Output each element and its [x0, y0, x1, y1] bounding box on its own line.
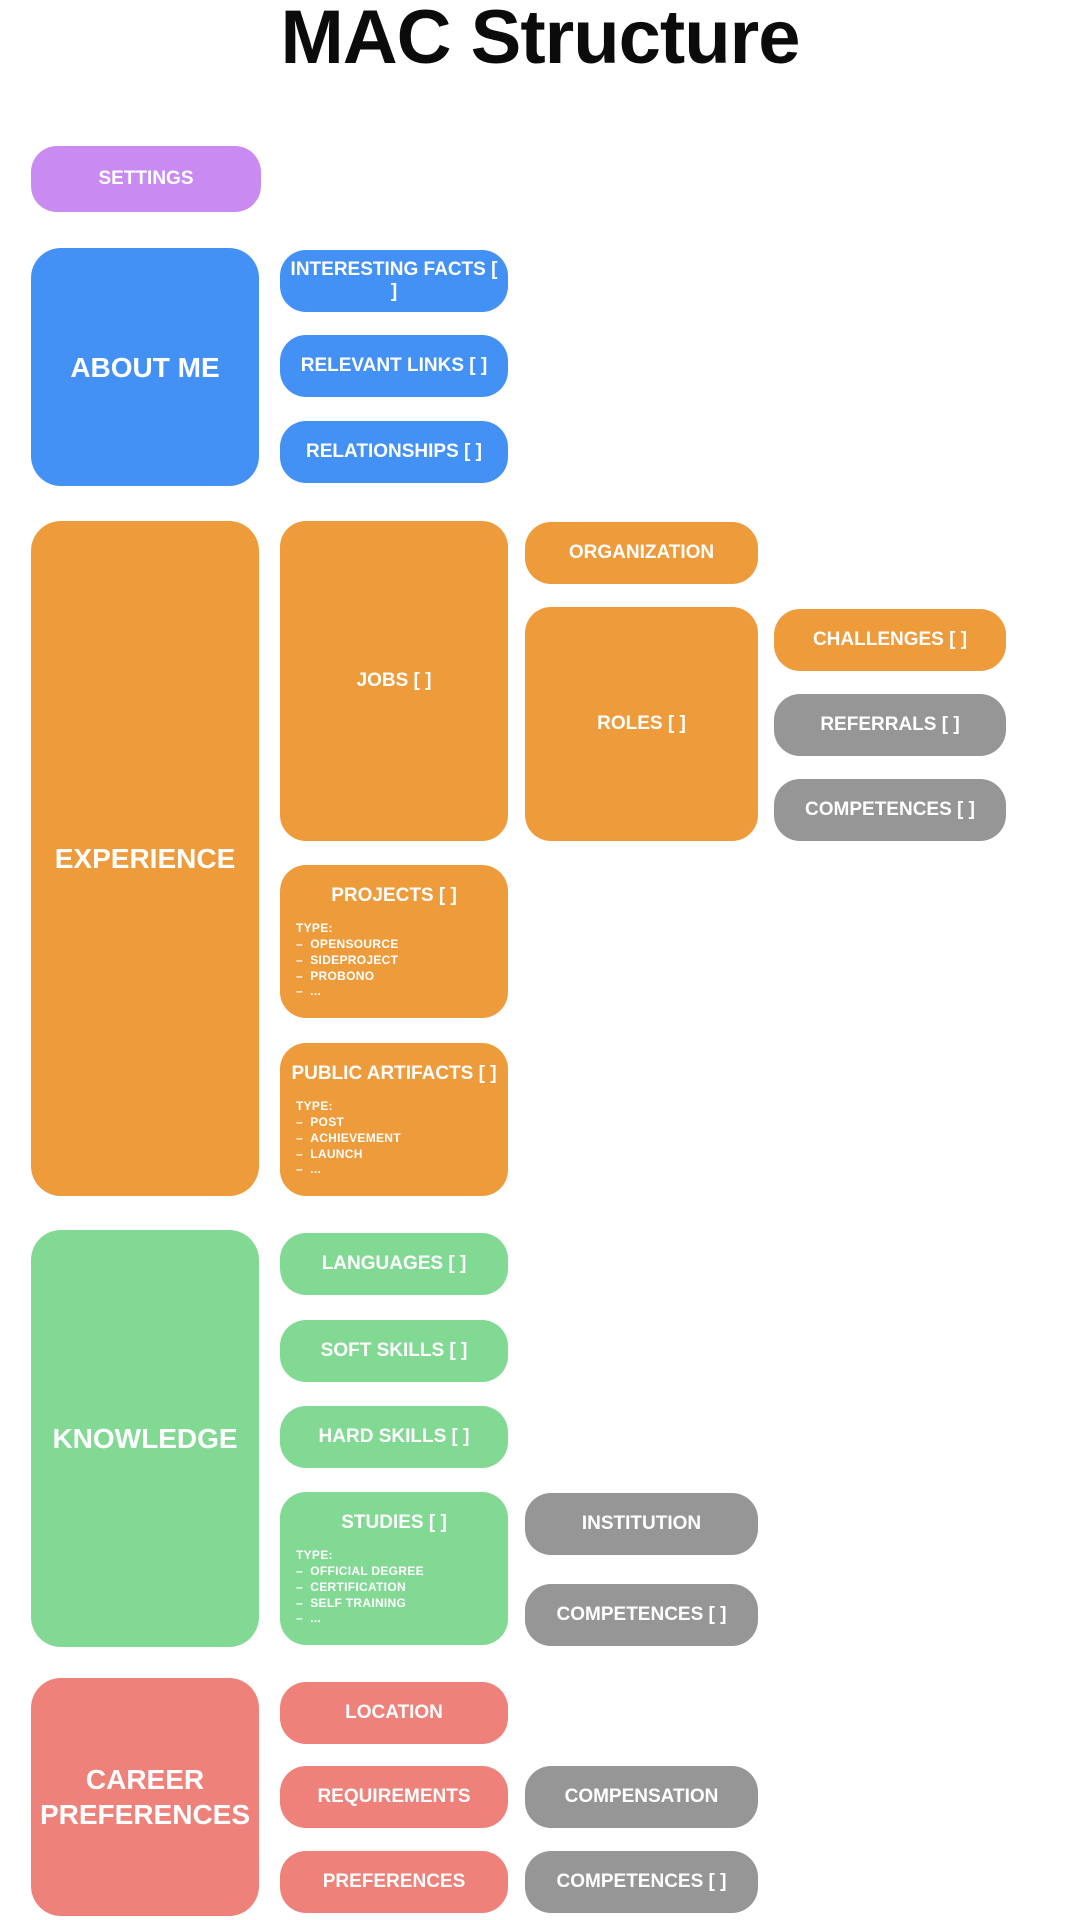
node-label: LOCATION — [345, 1702, 443, 1723]
node-label: PUBLIC ARTIFACTS [ ] — [291, 1063, 497, 1084]
node-label: RELEVANT LINKS [ ] — [300, 355, 488, 376]
node-label: EXPERIENCE — [54, 843, 236, 874]
type-item: SIDEPROJECT — [296, 953, 508, 969]
node-label: LANGUAGES [ ] — [321, 1253, 467, 1274]
type-item: ... — [296, 1611, 508, 1627]
node-career-competences: COMPETENCES [ ] — [525, 1851, 758, 1913]
node-roles-competences: COMPETENCES [ ] — [774, 779, 1006, 841]
node-label: KNOWLEDGE — [52, 1423, 238, 1454]
node-label: COMPENSATION — [564, 1786, 719, 1807]
type-item: OFFICIAL DEGREE — [296, 1564, 508, 1580]
node-preferences: PREFERENCES — [280, 1851, 508, 1913]
node-interesting-facts: INTERESTING FACTS [ ] — [280, 250, 508, 312]
type-heading: TYPE: — [296, 921, 333, 935]
node-requirements: REQUIREMENTS — [280, 1766, 508, 1828]
type-item: ... — [296, 984, 508, 1000]
node-public-artifacts: PUBLIC ARTIFACTS [ ] TYPE: POST ACHIEVEM… — [280, 1043, 508, 1196]
node-studies-competences: COMPETENCES [ ] — [525, 1584, 758, 1646]
type-list: TYPE: POST ACHIEVEMENT LAUNCH ... — [296, 1099, 508, 1178]
type-item: PROBONO — [296, 969, 508, 985]
node-label: COMPETENCES [ ] — [805, 799, 975, 820]
node-label: PREFERENCES — [322, 1871, 466, 1892]
node-label: CAREER PREFERENCES — [39, 1764, 251, 1830]
node-label: REFERRALS [ ] — [820, 714, 960, 735]
node-label: PROJECTS [ ] — [331, 885, 457, 906]
node-experience: EXPERIENCE — [31, 521, 259, 1196]
node-label: REQUIREMENTS — [317, 1786, 471, 1807]
type-item: ... — [296, 1162, 508, 1178]
node-soft-skills: SOFT SKILLS [ ] — [280, 1320, 508, 1382]
node-label: CHALLENGES [ ] — [812, 629, 968, 650]
node-projects: PROJECTS [ ] TYPE: OPENSOURCE SIDEPROJEC… — [280, 865, 508, 1018]
node-relevant-links: RELEVANT LINKS [ ] — [280, 335, 508, 397]
node-compensation: COMPENSATION — [525, 1766, 758, 1828]
node-location: LOCATION — [280, 1682, 508, 1744]
node-label: INSTITUTION — [581, 1513, 702, 1534]
node-label: COMPETENCES [ ] — [556, 1871, 727, 1892]
node-label: INTERESTING FACTS [ ] — [290, 259, 498, 302]
type-item: ACHIEVEMENT — [296, 1131, 508, 1147]
type-item: SELF TRAINING — [296, 1596, 508, 1612]
node-label: COMPETENCES [ ] — [556, 1604, 727, 1625]
node-relationships: RELATIONSHIPS [ ] — [280, 421, 508, 483]
node-label: JOBS [ ] — [356, 670, 432, 691]
node-label: ORGANIZATION — [568, 542, 715, 563]
node-label: STUDIES [ ] — [341, 1512, 447, 1533]
node-label: ABOUT ME — [70, 351, 220, 383]
node-label: HARD SKILLS [ ] — [318, 1426, 470, 1447]
type-item: OPENSOURCE — [296, 937, 508, 953]
node-about-me: ABOUT ME — [31, 248, 259, 486]
node-challenges: CHALLENGES [ ] — [774, 609, 1006, 671]
node-career-preferences: CAREER PREFERENCES — [31, 1678, 259, 1916]
node-jobs: JOBS [ ] — [280, 521, 508, 841]
node-roles: ROLES [ ] — [525, 607, 758, 841]
node-organization: ORGANIZATION — [525, 522, 758, 584]
node-studies: STUDIES [ ] TYPE: OFFICIAL DEGREE CERTIF… — [280, 1492, 508, 1645]
node-languages: LANGUAGES [ ] — [280, 1233, 508, 1295]
node-label: SOFT SKILLS [ ] — [320, 1340, 468, 1361]
node-label: SETTINGS — [98, 168, 194, 189]
node-label: RELATIONSHIPS [ ] — [306, 441, 482, 462]
type-heading: TYPE: — [296, 1099, 333, 1113]
node-hard-skills: HARD SKILLS [ ] — [280, 1406, 508, 1468]
type-list: TYPE: OPENSOURCE SIDEPROJECT PROBONO ... — [296, 921, 508, 1000]
node-knowledge: KNOWLEDGE — [31, 1230, 259, 1647]
type-list: TYPE: OFFICIAL DEGREE CERTIFICATION SELF… — [296, 1548, 508, 1627]
node-referrals: REFERRALS [ ] — [774, 694, 1006, 756]
type-item: CERTIFICATION — [296, 1580, 508, 1596]
type-item: LAUNCH — [296, 1147, 508, 1163]
node-institution: INSTITUTION — [525, 1493, 758, 1555]
node-label: ROLES [ ] — [597, 713, 686, 734]
type-item: POST — [296, 1115, 508, 1131]
page-title: MAC Structure — [280, 0, 800, 80]
type-heading: TYPE: — [296, 1548, 333, 1562]
node-settings: SETTINGS — [31, 146, 261, 212]
